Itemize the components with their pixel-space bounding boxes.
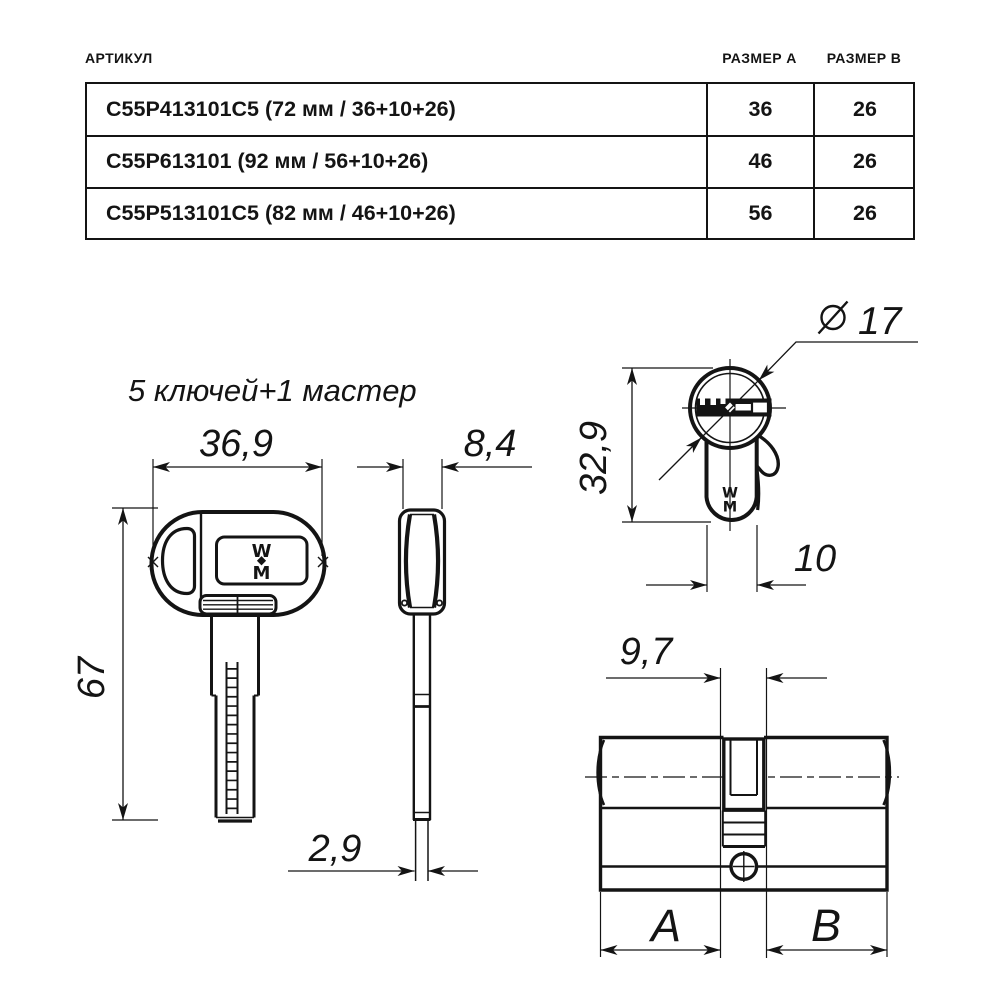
- key-hole: [160, 526, 197, 596]
- table-header-size-b: РАЗМЕР В: [826, 50, 902, 66]
- dim-key-thickness: 8,4: [464, 423, 517, 465]
- dim-face-height: 32,9: [573, 421, 615, 495]
- size-a-value: 46: [706, 137, 813, 187]
- dim-body-width: 10: [794, 538, 836, 580]
- table-header-article: АРТИКУЛ: [85, 50, 153, 66]
- emblem-top-letter: W: [252, 541, 272, 562]
- dim-blade-thickness: 2,9: [308, 828, 362, 870]
- size-a-value: 36: [706, 84, 813, 136]
- emblem-diamond: [256, 556, 267, 566]
- diameter-icon: [817, 300, 849, 335]
- key-logo-plate: [215, 535, 309, 586]
- cylinder-face-view: [622, 300, 918, 592]
- size-a-value: 56: [706, 188, 813, 238]
- key-blade: [210, 614, 260, 823]
- dim-a-label: A: [648, 900, 681, 951]
- key-blade-side: [412, 614, 432, 881]
- key-collar: [198, 594, 278, 616]
- screw-hole: [729, 851, 759, 882]
- keyway-profile: [696, 398, 772, 417]
- cam-lobe: [754, 431, 780, 477]
- dim-key-length: 67: [71, 655, 113, 699]
- table-row: C55P413101C5 (72 мм / 36+10+26) 36 26: [87, 84, 915, 136]
- dim-key-width: 36,9: [199, 423, 273, 465]
- article-code: C55P413101C5 (72 мм / 36+10+26): [106, 97, 456, 122]
- cam-block: [722, 737, 766, 812]
- table-header-size-a: РАЗМЕР А: [722, 50, 797, 66]
- dimension-labels: 5 ключей+1 мастер 36,9 67 8,4 2,9 32,9 1…: [71, 300, 903, 951]
- keys-caption: 5 ключей+1 мастер: [128, 373, 417, 408]
- article-table: C55P413101C5 (72 мм / 36+10+26) 36 26 C5…: [85, 82, 915, 240]
- key-head-side: [397, 508, 447, 616]
- dim-cam-width: 9,7: [620, 631, 675, 673]
- table-row: C55P513101C5 (82 мм / 46+10+26) 56 26: [87, 186, 915, 238]
- emblem-bottom-letter: M: [723, 500, 737, 516]
- key-front-view: [112, 459, 329, 823]
- article-code: C55P513101C5 (82 мм / 46+10+26): [106, 200, 456, 225]
- size-b-value: 26: [813, 188, 915, 238]
- article-code: C55P613101 (92 мм / 56+10+26): [106, 149, 429, 174]
- brand-emblem-cylinder: W M: [722, 486, 738, 516]
- size-b-value: 26: [813, 137, 915, 187]
- size-b-value: 26: [813, 84, 915, 136]
- table-row: C55P613101 (92 мм / 56+10+26) 46 26: [87, 135, 915, 187]
- dim-diameter: 17: [858, 300, 903, 343]
- dim-b-label: B: [811, 900, 841, 951]
- cylinder-side-view: [585, 668, 899, 958]
- key-side-view: [288, 459, 532, 881]
- cam-ribs: [721, 809, 767, 848]
- brand-emblem-key: W M: [252, 541, 272, 584]
- emblem-top-letter: W: [722, 486, 738, 502]
- cylinder-body-front: [704, 434, 759, 522]
- tangent-marks: [147, 556, 329, 568]
- table-header-row: АРТИКУЛ РАЗМЕР А РАЗМЕР В: [85, 50, 915, 66]
- emblem-bottom-letter: M: [253, 563, 271, 584]
